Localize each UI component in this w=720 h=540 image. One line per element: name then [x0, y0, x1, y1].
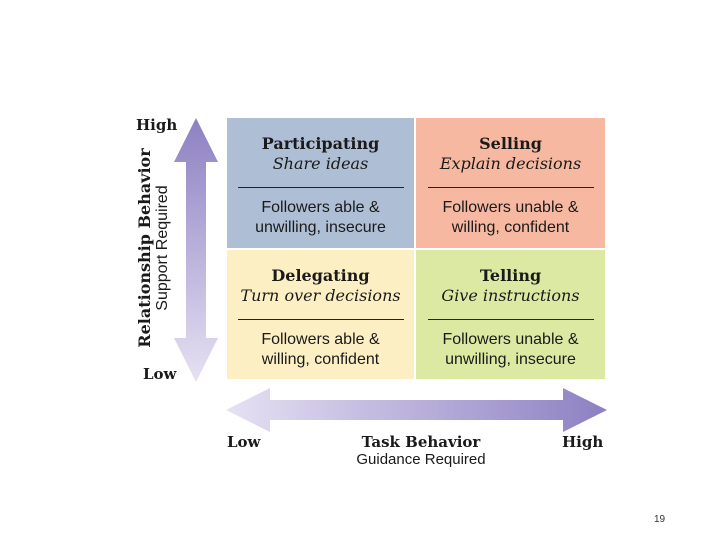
description-line: Followers unable &	[442, 199, 579, 216]
description-line: Followers unable &	[442, 331, 579, 348]
quadrant-subtitle: Give instructions	[441, 286, 580, 305]
divider	[237, 187, 404, 188]
description-line: unwilling, insecure	[445, 351, 576, 368]
quadrant-title: Participating	[261, 134, 380, 153]
divider	[237, 319, 404, 320]
quadrant-delegating: Delegating Turn over decisions Followers…	[227, 250, 414, 379]
quadrant-subtitle: Turn over decisions	[240, 286, 401, 305]
quadrant-subtitle: Share ideas	[272, 154, 369, 173]
vertical-axis-subtitle: Support Required	[153, 185, 171, 311]
horizontal-axis-subtitle: Guidance Required	[356, 451, 486, 468]
quadrant-description: Followers unable & willing, confident	[416, 198, 605, 238]
quadrant-description: Followers able & unwilling, insecure	[227, 198, 414, 238]
vertical-double-arrow	[174, 118, 218, 382]
description-line: willing, confident	[261, 351, 380, 368]
description-line: unwilling, insecure	[255, 219, 386, 236]
quadrant-telling: Telling Give instructions Followers unab…	[416, 250, 605, 379]
horizontal-axis-title-group: Task Behavior Guidance Required	[318, 433, 524, 469]
quadrant-description: Followers unable & unwilling, insecure	[416, 330, 605, 370]
vertical-axis-title: Relationship Behavior	[135, 148, 154, 348]
divider	[427, 319, 594, 320]
quadrant-selling: Selling Explain decisions Followers unab…	[416, 118, 605, 248]
horizontal-double-arrow	[226, 388, 607, 432]
horizontal-axis-title: Task Behavior	[361, 433, 481, 451]
horizontal-axis-high-label: High	[562, 433, 604, 451]
vertical-axis-high-label: High	[136, 116, 178, 134]
description-line: Followers able &	[261, 331, 380, 348]
quadrant-subtitle: Explain decisions	[439, 154, 582, 173]
description-line: willing, confident	[451, 219, 570, 236]
quadrant-description: Followers able & willing, confident	[227, 330, 414, 370]
vertical-axis-title-group: Relationship Behavior Support Required	[135, 128, 182, 368]
divider	[427, 187, 594, 188]
quadrant-title: Selling	[479, 134, 542, 153]
quadrant-participating: Participating Share ideas Followers able…	[227, 118, 414, 248]
quadrant-title: Delegating	[271, 266, 370, 285]
description-line: Followers able &	[261, 199, 380, 216]
quadrant-title: Telling	[479, 266, 542, 285]
horizontal-axis-low-label: Low	[227, 433, 261, 451]
page-number: 19	[654, 514, 666, 525]
vertical-axis-low-label: Low	[143, 365, 177, 383]
